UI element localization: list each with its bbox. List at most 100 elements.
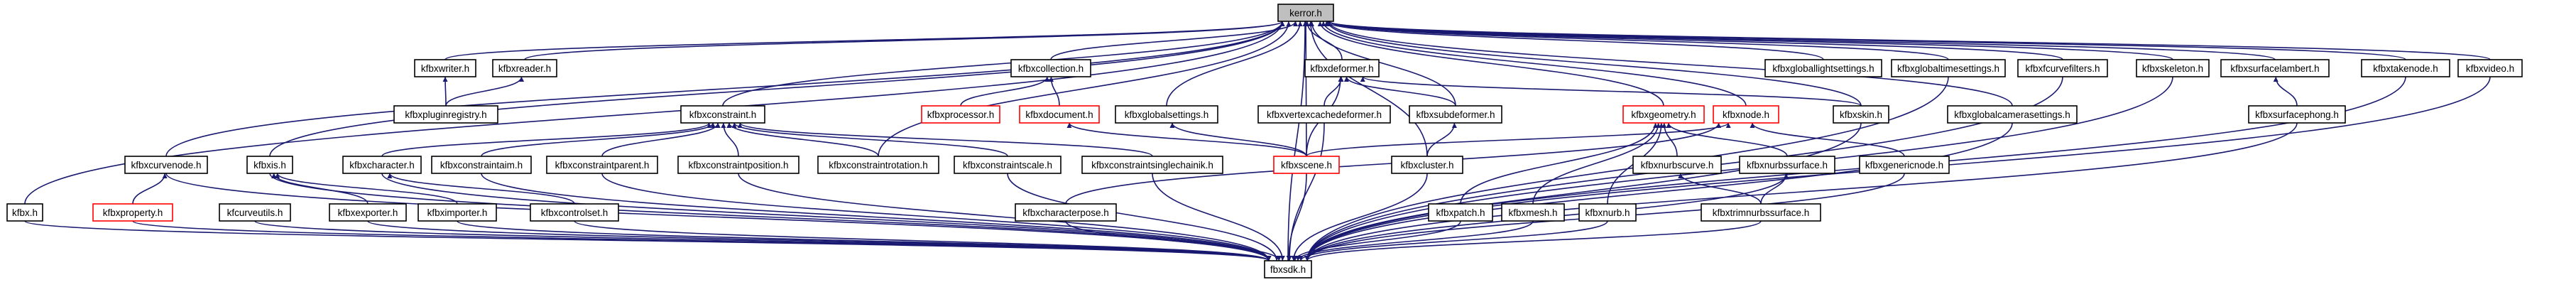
edge-kfbxprocessor-to-kfbxcollection — [960, 76, 1050, 107]
node-kfbxpatch[interactable]: kfbxpatch.h — [1428, 203, 1493, 222]
node-kfbxexporter[interactable]: kfbxexporter.h — [329, 203, 407, 222]
node-kfbxwriter[interactable]: kfbxwriter.h — [414, 59, 476, 77]
node-kfbxnode[interactable]: kfbxnode.h — [1713, 105, 1779, 124]
node-kfbxprocessor[interactable]: kfbxprocessor.h — [921, 105, 1000, 124]
node-kfbxglobalcamerasettings[interactable]: kfbxglobalcamerasettings.h — [1947, 105, 2078, 124]
node-kfbxpluginregistry[interactable]: kfbxpluginregistry.h — [393, 105, 498, 124]
node-kfbxglobaltimesettings[interactable]: kfbxglobaltimesettings.h — [1891, 59, 2006, 77]
edge-kfbxcluster-to-kfbxsubdeformer — [1426, 122, 1457, 157]
node-kfbximporter[interactable]: kfbximporter.h — [417, 203, 497, 222]
edge-kfbxconstraintscale-to-fbxsdk — [1007, 173, 1279, 261]
edge-kfbxmesh-to-kfbxgeometry — [1532, 122, 1661, 205]
node-label: kfbxconstraintsinglechainik.h — [1091, 160, 1213, 171]
edge-kfbxcharacter-to-fbxsdk — [381, 173, 1272, 261]
edge-kfbxis-to-kerror — [269, 21, 1285, 157]
node-kfbxcharacter[interactable]: kfbxcharacter.h — [342, 156, 422, 174]
node-box — [246, 156, 293, 174]
node-kfbxis[interactable]: kfbxis.h — [246, 156, 293, 174]
edge-kfbxdocument-to-kfbxcollection — [1048, 76, 1060, 107]
node-kfbxnurb[interactable]: kfbxnurb.h — [1578, 203, 1637, 222]
node-kfcurveutils[interactable]: kfcurveutils.h — [219, 203, 291, 222]
node-kfbxconstraintposition[interactable]: kfbxconstraintposition.h — [677, 156, 799, 174]
node-kfbxskin[interactable]: kfbxskin.h — [1833, 105, 1889, 124]
node-box — [677, 156, 799, 174]
node-box — [1632, 156, 1722, 174]
node-label: kfbxsurfacephong.h — [2255, 109, 2339, 120]
node-kfbxnurbscurve[interactable]: kfbxnurbscurve.h — [1632, 156, 1722, 174]
node-kfbxtrimnurbssurface[interactable]: kfbxtrimnurbssurface.h — [1701, 203, 1821, 222]
node-kerror[interactable]: kerror.h — [1277, 4, 1334, 22]
node-kfbxgenericnode[interactable]: kfbxgenericnode.h — [1859, 156, 1950, 174]
node-kfbxcluster[interactable]: kfbxcluster.h — [1391, 156, 1463, 174]
node-box — [393, 105, 498, 124]
edge-kfbxconstraintrotation-to-kfbxconstraint — [726, 122, 879, 157]
node-kfbxconstraint[interactable]: kfbxconstraint.h — [680, 105, 765, 124]
node-label: kerror.h — [1289, 8, 1322, 18]
node-kfbxvideo[interactable]: kfbxvideo.h — [2457, 59, 2523, 77]
edge-kfbxcurvenode-to-kerror — [165, 21, 1285, 157]
node-box — [1739, 156, 1835, 174]
node-kfbxdeformer[interactable]: kfbxdeformer.h — [1304, 59, 1380, 77]
edge-kfbxconstraintposition-to-kfbxconstraint — [721, 122, 739, 157]
node-kfbxconstraintrotation[interactable]: kfbxconstraintrotation.h — [817, 156, 939, 174]
node-label: kfbxglobalsettings.h — [1125, 109, 1209, 120]
node-label: kfbxcontrolset.h — [541, 207, 608, 218]
node-label: kfbxconstraintaim.h — [440, 160, 523, 171]
node-kfbxsubdeformer[interactable]: kfbxsubdeformer.h — [1409, 105, 1502, 124]
node-label: kfbxcharacter.h — [349, 160, 415, 171]
node-kfbxcharacterpose[interactable]: kfbxcharacterpose.h — [1015, 203, 1117, 222]
node-label: kfbxscene.h — [1281, 160, 1332, 171]
edge-kfbxpatch-to-fbxsdk — [1292, 220, 1461, 261]
node-kfbxproperty[interactable]: kfbxproperty.h — [92, 203, 173, 222]
node-kfbxcurvenode[interactable]: kfbxcurvenode.h — [124, 156, 208, 174]
node-label: kfbxmesh.h — [1508, 207, 1557, 218]
edge-kfbxscene-to-kfbxdocument — [1066, 122, 1307, 157]
edge-kfbxsubdeformer-to-kfbxdeformer — [1343, 76, 1456, 107]
edge-kfbxskeleton-to-kerror — [1326, 21, 2173, 60]
node-kfbxfcurvefilters[interactable]: kfbxfcurvefilters.h — [2017, 59, 2108, 77]
node-label: kfbxwriter.h — [421, 63, 469, 74]
node-box — [1859, 156, 1950, 174]
node-kfbx[interactable]: kfbx.h — [6, 203, 43, 222]
node-box — [1115, 105, 1218, 124]
node-label: kfbxis.h — [253, 160, 286, 171]
node-label: kfbxnurb.h — [1585, 207, 1630, 218]
node-label: kfbxgloballightsettings.h — [1772, 63, 1874, 74]
node-kfbxsurfacelambert[interactable]: kfbxsurfacelambert.h — [2220, 59, 2330, 77]
node-label: kfbxexporter.h — [338, 207, 398, 218]
node-kfbxtakenode[interactable]: kfbxtakenode.h — [2361, 59, 2450, 77]
node-kfbxcollection[interactable]: kfbxcollection.h — [1010, 59, 1091, 77]
node-kfbxglobalsettings[interactable]: kfbxglobalsettings.h — [1115, 105, 1218, 124]
node-label: kfbxvideo.h — [2466, 63, 2514, 74]
edge-kfbxproperty-to-fbxsdk — [132, 220, 1272, 261]
node-kfbxcontrolset[interactable]: kfbxcontrolset.h — [530, 203, 619, 222]
node-kfbxsurfacephong[interactable]: kfbxsurfacephong.h — [2248, 105, 2346, 124]
node-label: kfbxconstraintrotation.h — [829, 160, 928, 171]
node-kfbxvertexcachedeformer[interactable]: kfbxvertexcachedeformer.h — [1257, 105, 1391, 124]
node-kfbxskeleton[interactable]: kfbxskeleton.h — [2136, 59, 2210, 77]
node-kfbxscene[interactable]: kfbxscene.h — [1273, 156, 1340, 174]
node-kfbxnurbssurface[interactable]: kfbxnurbssurface.h — [1739, 156, 1835, 174]
node-kfbxconstraintsinglechainik[interactable]: kfbxconstraintsinglechainik.h — [1081, 156, 1223, 174]
node-label: kfbxconstraintscale.h — [963, 160, 1052, 171]
node-kfbxconstraintscale[interactable]: kfbxconstraintscale.h — [954, 156, 1061, 174]
edge-kfbx-to-kerror — [24, 21, 1285, 205]
edge-kfbxreader-to-kerror — [524, 21, 1285, 60]
node-kfbxgloballightsettings[interactable]: kfbxgloballightsettings.h — [1764, 59, 1882, 77]
nodes-layer: kerror.h kfbxwriter.h kfbxreader.h kfbxcoll… — [6, 4, 2523, 279]
node-label: kfbxcurvenode.h — [131, 160, 201, 171]
node-kfbxgeometry[interactable]: kfbxgeometry.h — [1622, 105, 1705, 124]
node-kfbxreader[interactable]: kfbxreader.h — [492, 59, 557, 77]
edge-kfbxtrimnurbssurface-to-fbxsdk — [1304, 220, 1762, 261]
node-kfbxconstraintaim[interactable]: kfbxconstraintaim.h — [431, 156, 532, 174]
node-fbxsdk[interactable]: fbxsdk.h — [1264, 260, 1312, 279]
node-kfbxdocument[interactable]: kfbxdocument.h — [1019, 105, 1100, 124]
edge-kfbxpluginregistry-to-kfbxreader — [445, 76, 525, 107]
node-label: kfbxnode.h — [1723, 109, 1769, 120]
node-box — [1713, 105, 1779, 124]
node-kfbxmesh[interactable]: kfbxmesh.h — [1501, 203, 1565, 222]
node-label: kfbxpatch.h — [1436, 207, 1485, 218]
node-kfbxconstraintparent[interactable]: kfbxconstraintparent.h — [546, 156, 658, 174]
edge-kfbxconstraintposition-to-fbxsdk — [738, 173, 1272, 261]
node-box — [530, 203, 619, 222]
